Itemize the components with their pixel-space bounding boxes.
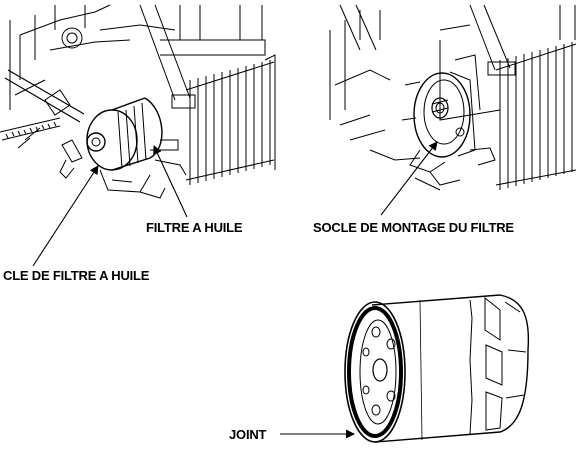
gasket-label: JOINT (229, 427, 267, 442)
engine-left-view (0, 4, 276, 199)
leader-oil-filter (153, 145, 188, 218)
leader-lines (32, 141, 438, 439)
oil-filter-label: FILTRE A HUILE (146, 220, 243, 235)
leader-filter-wrench (32, 165, 99, 267)
leader-filter-mount (380, 141, 438, 216)
oil-filter-closeup (344, 294, 530, 443)
filter-wrench-label: CLE DE FILTRE A HUILE (3, 268, 150, 283)
filter-mount-label: SOCLE DE MONTAGE DU FILTRE (313, 220, 514, 235)
engine-right-view (329, 4, 577, 191)
